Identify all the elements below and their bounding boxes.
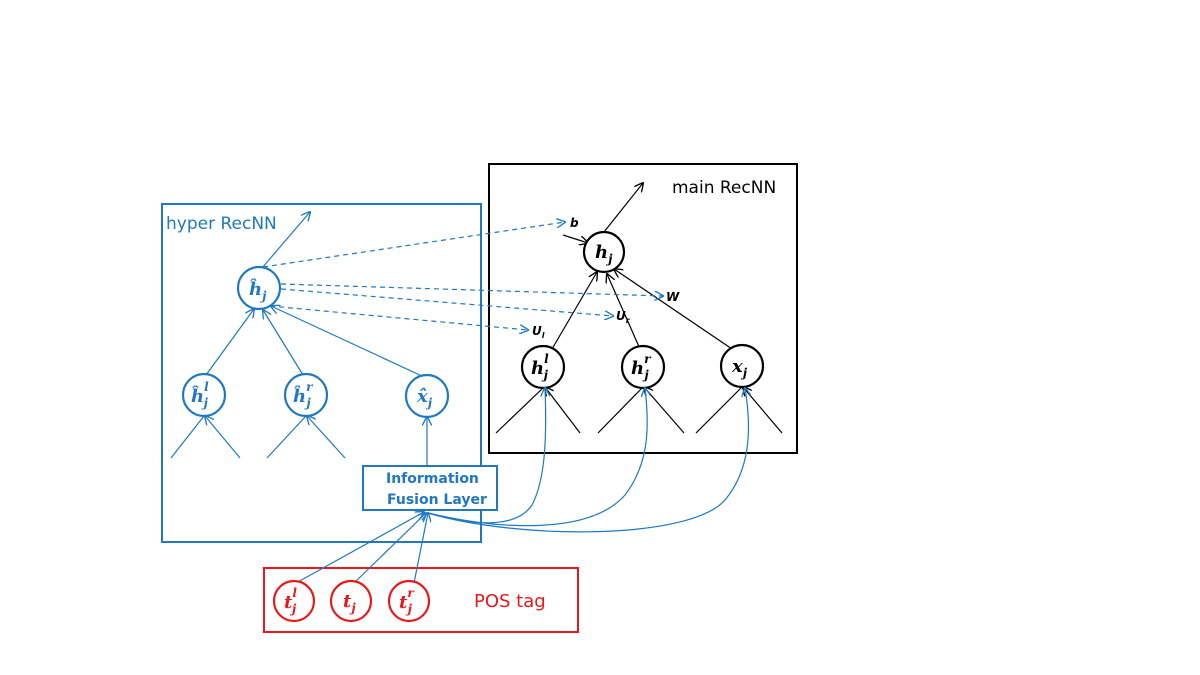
main-output-arrow: [603, 183, 643, 233]
dashed-arrow-b: [262, 222, 565, 268]
hyper-recnn-title: hyper RecNN: [166, 214, 277, 234]
curve-to-hr: [427, 388, 647, 527]
main-node-hj: hj: [582, 230, 626, 274]
dashed-arrow-Ur: [280, 288, 613, 316]
arrow-tr-to-fusion: [413, 513, 428, 584]
dashed-arrow-W: [280, 283, 663, 296]
fusion-line-1: Information: [386, 471, 479, 487]
svg-text:tlj: tlj: [284, 586, 297, 616]
svg-text:tj: tj: [343, 591, 356, 615]
svg-text:xj: xj: [731, 356, 748, 380]
pos-tag-box: POS tag: [263, 567, 579, 633]
branch-hr-left: [597, 386, 644, 434]
branch-hl-right: [545, 387, 581, 434]
weight-Ul-label: Ul: [532, 324, 545, 340]
svg-text:hlj: hlj: [531, 352, 549, 382]
svg-text:trj: trj: [399, 586, 415, 616]
edge-hhl-to-hhj: [205, 309, 254, 376]
branch-hl-left: [495, 386, 545, 434]
svg-text:x̂j: x̂j: [416, 386, 433, 410]
svg-text:hrj: hrj: [631, 352, 652, 382]
main-recnn-title: main RecNN: [672, 178, 776, 198]
edge-hhr-to-hhj: [263, 310, 304, 376]
edge-hr-to-hj: [607, 274, 641, 350]
edge-hxj-to-hhj: [271, 306, 425, 378]
main-recnn-box: main RecNN: [488, 163, 798, 454]
main-node-xj: xj: [719, 343, 765, 389]
hyper-output-arrow: [261, 212, 310, 269]
edge-hl-to-hj: [551, 272, 597, 350]
pos-node-tj: tj: [329, 579, 373, 623]
curve-to-hl: [427, 388, 546, 524]
hyper-recnn-box: hyper RecNN: [161, 203, 482, 543]
curve-to-xj: [427, 388, 748, 533]
fusion-to-main-curves: [427, 388, 748, 533]
branch-hr-right: [644, 387, 685, 434]
weight-W-label: W: [666, 290, 680, 304]
hyper-tree-edges: [170, 212, 427, 466]
arrow-tj-to-fusion: [353, 513, 426, 584]
arrow-tl-to-fusion: [295, 512, 424, 584]
svg-text:hj: hj: [595, 242, 613, 266]
pos-to-fusion-arrows: [295, 512, 428, 584]
branch-xj-left: [695, 386, 743, 434]
svg-text:ĥlj: ĥlj: [191, 380, 209, 410]
information-fusion-layer: Information Fusion Layer: [362, 465, 498, 511]
fusion-line-2: Fusion Layer: [387, 492, 487, 508]
weight-Ur-label: Ur: [616, 309, 631, 325]
hyper-branch-hl-right: [205, 416, 241, 459]
edge-xj-to-hj: [614, 269, 736, 352]
hyper-node-xj: x̂j: [404, 373, 450, 419]
hyper-branch-hr-left: [266, 415, 307, 459]
weight-b-label: b: [570, 216, 579, 230]
bias-arrow: [562, 234, 588, 243]
hyper-branch-hr-right: [307, 416, 346, 459]
hyper-node-hj: ĥj: [236, 265, 282, 311]
hyper-branch-hl-left: [170, 415, 205, 459]
main-tree-edges: [495, 183, 783, 434]
dashed-weight-arrows: [262, 222, 663, 330]
svg-text:ĥrj: ĥrj: [293, 380, 314, 410]
pos-tag-title: POS tag: [474, 591, 546, 612]
dashed-arrow-Ul: [269, 305, 528, 330]
svg-text:ĥj: ĥj: [249, 277, 267, 303]
